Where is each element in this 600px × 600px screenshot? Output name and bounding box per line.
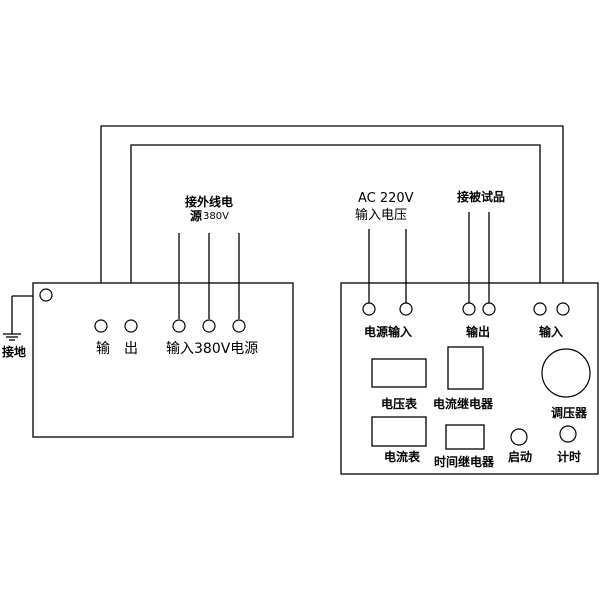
right-output-terminal-1 bbox=[462, 302, 476, 316]
ac-input-voltage-label: 输入电压 bbox=[355, 207, 407, 223]
ground-symbol bbox=[3, 295, 33, 341]
right-input-label: 输入 bbox=[539, 324, 563, 339]
inner-connecting-wire bbox=[130, 144, 541, 319]
specimen-note: 接被试品 bbox=[457, 189, 505, 204]
left-output-label-2: 出 bbox=[124, 341, 138, 357]
time-relay-label: 时间继电器 bbox=[434, 454, 495, 469]
voltage-regulator-label: 调压器 bbox=[551, 406, 588, 420]
current-relay-label: 电流继电器 bbox=[433, 396, 494, 411]
ammeter-label: 电流表 bbox=[384, 449, 421, 464]
external-380v-note-line2a: 源 bbox=[190, 208, 202, 223]
left-power-terminal-1 bbox=[172, 319, 186, 333]
current-relay bbox=[447, 346, 484, 390]
start-button bbox=[510, 428, 528, 446]
voltage-regulator-knob bbox=[541, 348, 591, 398]
ammeter bbox=[371, 416, 427, 447]
left-output-terminal-1 bbox=[94, 319, 108, 333]
timer-button bbox=[559, 425, 577, 443]
right-output-label: 输出 bbox=[466, 324, 490, 339]
left-output-terminal-2 bbox=[124, 319, 138, 333]
right-power-input-label: 电源输入 bbox=[364, 324, 412, 339]
ground-terminal bbox=[39, 288, 53, 302]
time-relay bbox=[445, 424, 485, 450]
right-input-terminal-2 bbox=[556, 302, 570, 316]
left-output-label-1: 输 bbox=[96, 341, 110, 357]
left-power-input-label: 输入380V电源 bbox=[166, 341, 258, 357]
voltmeter-label: 电压表 bbox=[381, 396, 418, 411]
external-380v-note-line2b: 380V bbox=[203, 211, 229, 222]
left-unit-box bbox=[32, 282, 294, 438]
right-output-terminal-2 bbox=[482, 302, 496, 316]
left-power-terminal-2 bbox=[202, 319, 216, 333]
ac-voltage-label: AC 220V bbox=[358, 191, 414, 206]
voltmeter bbox=[371, 358, 427, 388]
right-input-terminal-1 bbox=[533, 302, 547, 316]
right-power-terminal-1 bbox=[362, 302, 376, 316]
ground-label: 接地 bbox=[2, 344, 26, 359]
outer-connecting-wire bbox=[100, 125, 564, 319]
timer-button-label: 计时 bbox=[557, 449, 581, 464]
external-380v-note-line1: 接外线电 bbox=[185, 194, 233, 209]
start-button-label: 启动 bbox=[508, 449, 532, 464]
left-power-terminal-3 bbox=[232, 319, 246, 333]
right-power-terminal-2 bbox=[399, 302, 413, 316]
